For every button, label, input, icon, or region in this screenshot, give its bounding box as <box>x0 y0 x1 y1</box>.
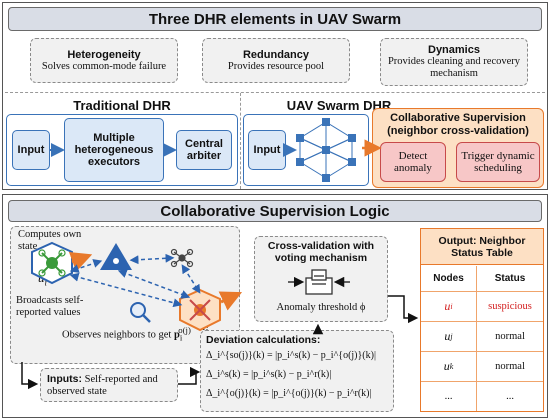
redundancy-desc: Provides resource pool <box>227 61 325 72</box>
heterogeneity-title: Heterogeneity <box>67 49 141 61</box>
cross-validation-box <box>254 236 388 322</box>
observes-math: p <box>173 329 180 341</box>
deviation-title: Deviation calculations: <box>206 334 321 346</box>
trigger-scheduling-box: Trigger dynamic scheduling <box>456 142 540 182</box>
inputs-box: Inputs: Self-reported and observed state <box>40 368 178 402</box>
redundancy-title: Redundancy <box>242 49 309 61</box>
magnifier-icon <box>130 302 151 323</box>
detect-anomaly-box: Detect anomaly <box>380 142 446 182</box>
observes-text: Observes neighbors to get <box>62 329 174 341</box>
computes-own-state-label: Computes own state <box>18 229 82 252</box>
table-row-status: ... <box>506 390 514 402</box>
traditional-arbiter: Central arbiter <box>176 130 232 170</box>
formula-1: Δ_i^{so(j)}(k) = |p_i^s(k) − p_i^{o(j)}(… <box>206 350 376 361</box>
observes-label: Observes neighbors to get pio(j) <box>62 324 202 345</box>
arrow-uj-out <box>218 291 243 311</box>
dynamics-desc: Provides cleaning and recovery mechanism <box>387 56 521 79</box>
heterogeneity-box: Heterogeneity Solves common-mode failure <box>30 38 178 83</box>
ballot-box-icon <box>305 269 333 295</box>
swarm-dhr-title: UAV Swarm DHR <box>286 97 392 113</box>
observes-sub: i <box>179 332 183 343</box>
table-row-status: normal <box>477 322 543 352</box>
swarm-network-nodes <box>296 118 356 182</box>
table-header-status: Status <box>477 266 543 292</box>
row-node-letter: u <box>444 329 451 343</box>
table-header-nodes: Nodes <box>421 266 476 292</box>
traditional-group <box>6 114 238 186</box>
table-row-node: ... <box>444 390 453 402</box>
deviation-box <box>200 330 394 412</box>
collab-supervision-title: Collaborative Supervision (neighbor cros… <box>387 112 529 137</box>
traditional-executors: Multiple heterogeneous executors <box>64 118 164 182</box>
inputs-text: Self-reported and observed state <box>47 374 158 397</box>
row-node-sub: j <box>450 332 453 341</box>
swarm-network-graph <box>299 121 353 179</box>
arrow-inputs-to-deviation <box>178 366 201 385</box>
neighbor-drone-icon <box>170 248 194 268</box>
inputs-label: Inputs: <box>47 373 82 385</box>
swarm-input: Input <box>248 130 286 170</box>
node-uj-drone-icon <box>179 288 221 332</box>
traditional-dhr-title: Traditional DHR <box>73 97 171 113</box>
row-node-letter: u <box>443 359 450 373</box>
status-table-title: Output: Neighbor Status Table <box>421 229 543 265</box>
status-table-divider <box>476 266 477 411</box>
traditional-input: Input <box>12 130 50 170</box>
dynamics-title: Dynamics <box>428 44 480 56</box>
top-title: Three DHR elements in UAV Swarm <box>8 7 542 31</box>
middle-separator <box>240 93 241 189</box>
observes-sup: o(j) <box>178 325 191 335</box>
formula-3: Δ_i^{o(j)}(k) = |p_i^{o(j)}(k) − p_i^r(k… <box>206 388 372 399</box>
top-separator <box>5 92 545 93</box>
arrow-to-inputs <box>21 362 39 390</box>
formula-2: Δ_i^s(k) = |p_i^s(k) − p_i^r(k)| <box>206 369 332 380</box>
arrow-ui-out <box>68 251 93 272</box>
heterogeneity-desc: Solves common-mode failure <box>41 61 167 72</box>
bottom-panel <box>2 194 548 418</box>
row-node-sub: k <box>449 362 454 371</box>
table-row-status: suspicious <box>477 292 543 322</box>
cross-validation-title: Cross-validation with voting mechanism <box>267 240 375 264</box>
redundancy-box: Redundancy Provides resource pool <box>202 38 350 83</box>
bottom-title: Collaborative Supervision Logic <box>8 200 542 222</box>
top-panel <box>2 2 548 190</box>
node-ui-drone-icon <box>31 241 73 285</box>
row-node-letter: u <box>444 299 451 313</box>
arrow-cross-to-table <box>388 295 419 324</box>
broadcasts-label: Broadcasts self-reported values <box>16 295 84 318</box>
row-node-sub: i <box>450 302 453 311</box>
table-row-status: normal <box>477 352 543 382</box>
neighbor-node-triangle-icon <box>100 243 132 270</box>
anomaly-threshold-label: Anomaly threshold ϕ <box>276 301 366 313</box>
ui-sub: i <box>44 277 48 288</box>
dynamics-box: Dynamics Provides cleaning and recovery … <box>380 38 528 86</box>
communication-links <box>69 253 201 308</box>
